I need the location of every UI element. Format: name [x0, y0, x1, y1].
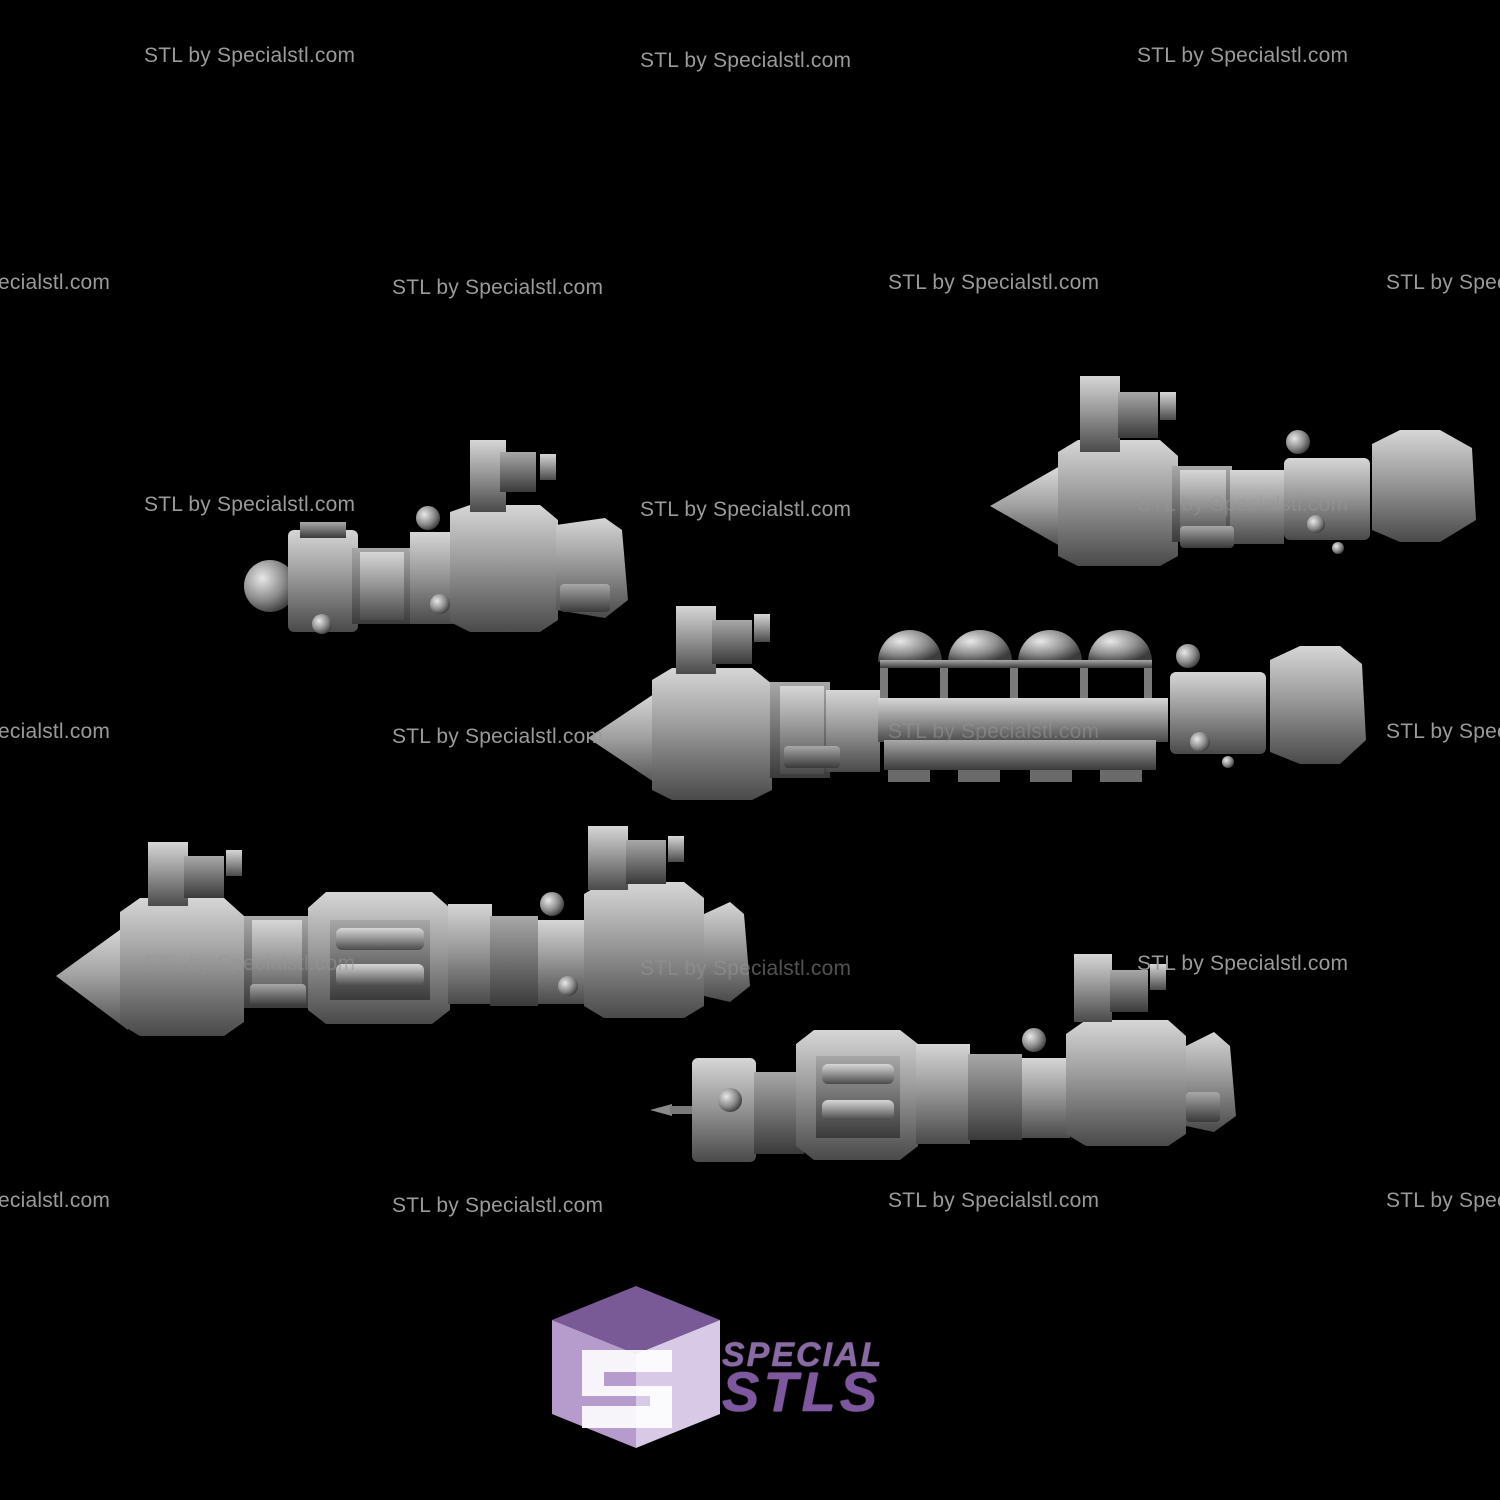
watermark: STL by Specialstl.com — [640, 957, 852, 980]
watermark-clipped-right: STL by Spec — [1386, 720, 1500, 743]
watermark: STL by Specialstl.com — [1137, 952, 1349, 975]
watermark: STL by Specialstl.com — [640, 498, 852, 521]
watermark-clipped-right: STL by Spec — [1386, 271, 1500, 294]
watermark: STL by Specialstl.com — [888, 1189, 1100, 1212]
ship-small-left — [244, 440, 628, 634]
watermark: STL by Specialstl.com — [640, 49, 852, 72]
watermark-clipped-left: ecialstl.com — [0, 720, 111, 743]
watermark: STL by Specialstl.com — [1137, 493, 1349, 516]
watermark: STL by Specialstl.com — [144, 952, 356, 975]
watermark: STL by Specialstl.com — [392, 725, 604, 748]
watermark: STL by Specialstl.com — [144, 44, 356, 67]
logo-text-stls: STLS — [722, 1360, 882, 1423]
ship-tanker — [588, 606, 1366, 800]
watermark-clipped-left: ecialstl.com — [0, 1189, 111, 1212]
ship-long-right — [650, 954, 1236, 1162]
watermark: STL by Specialstl.com — [392, 276, 604, 299]
watermark-clipped-left: ecialstl.com — [0, 271, 111, 294]
watermark: STL by Specialstl.com — [144, 493, 356, 516]
watermark-clipped-right: STL by Spec — [1386, 1189, 1500, 1212]
watermark: STL by Specialstl.com — [392, 1194, 604, 1217]
watermark: STL by Specialstl.com — [888, 720, 1100, 743]
watermark: STL by Specialstl.com — [888, 271, 1100, 294]
ship-small-right — [990, 376, 1476, 566]
ship-long-left — [56, 826, 750, 1036]
logo-text-special: SPECIAL — [722, 1336, 884, 1374]
watermark: STL by Specialstl.com — [1137, 44, 1349, 67]
